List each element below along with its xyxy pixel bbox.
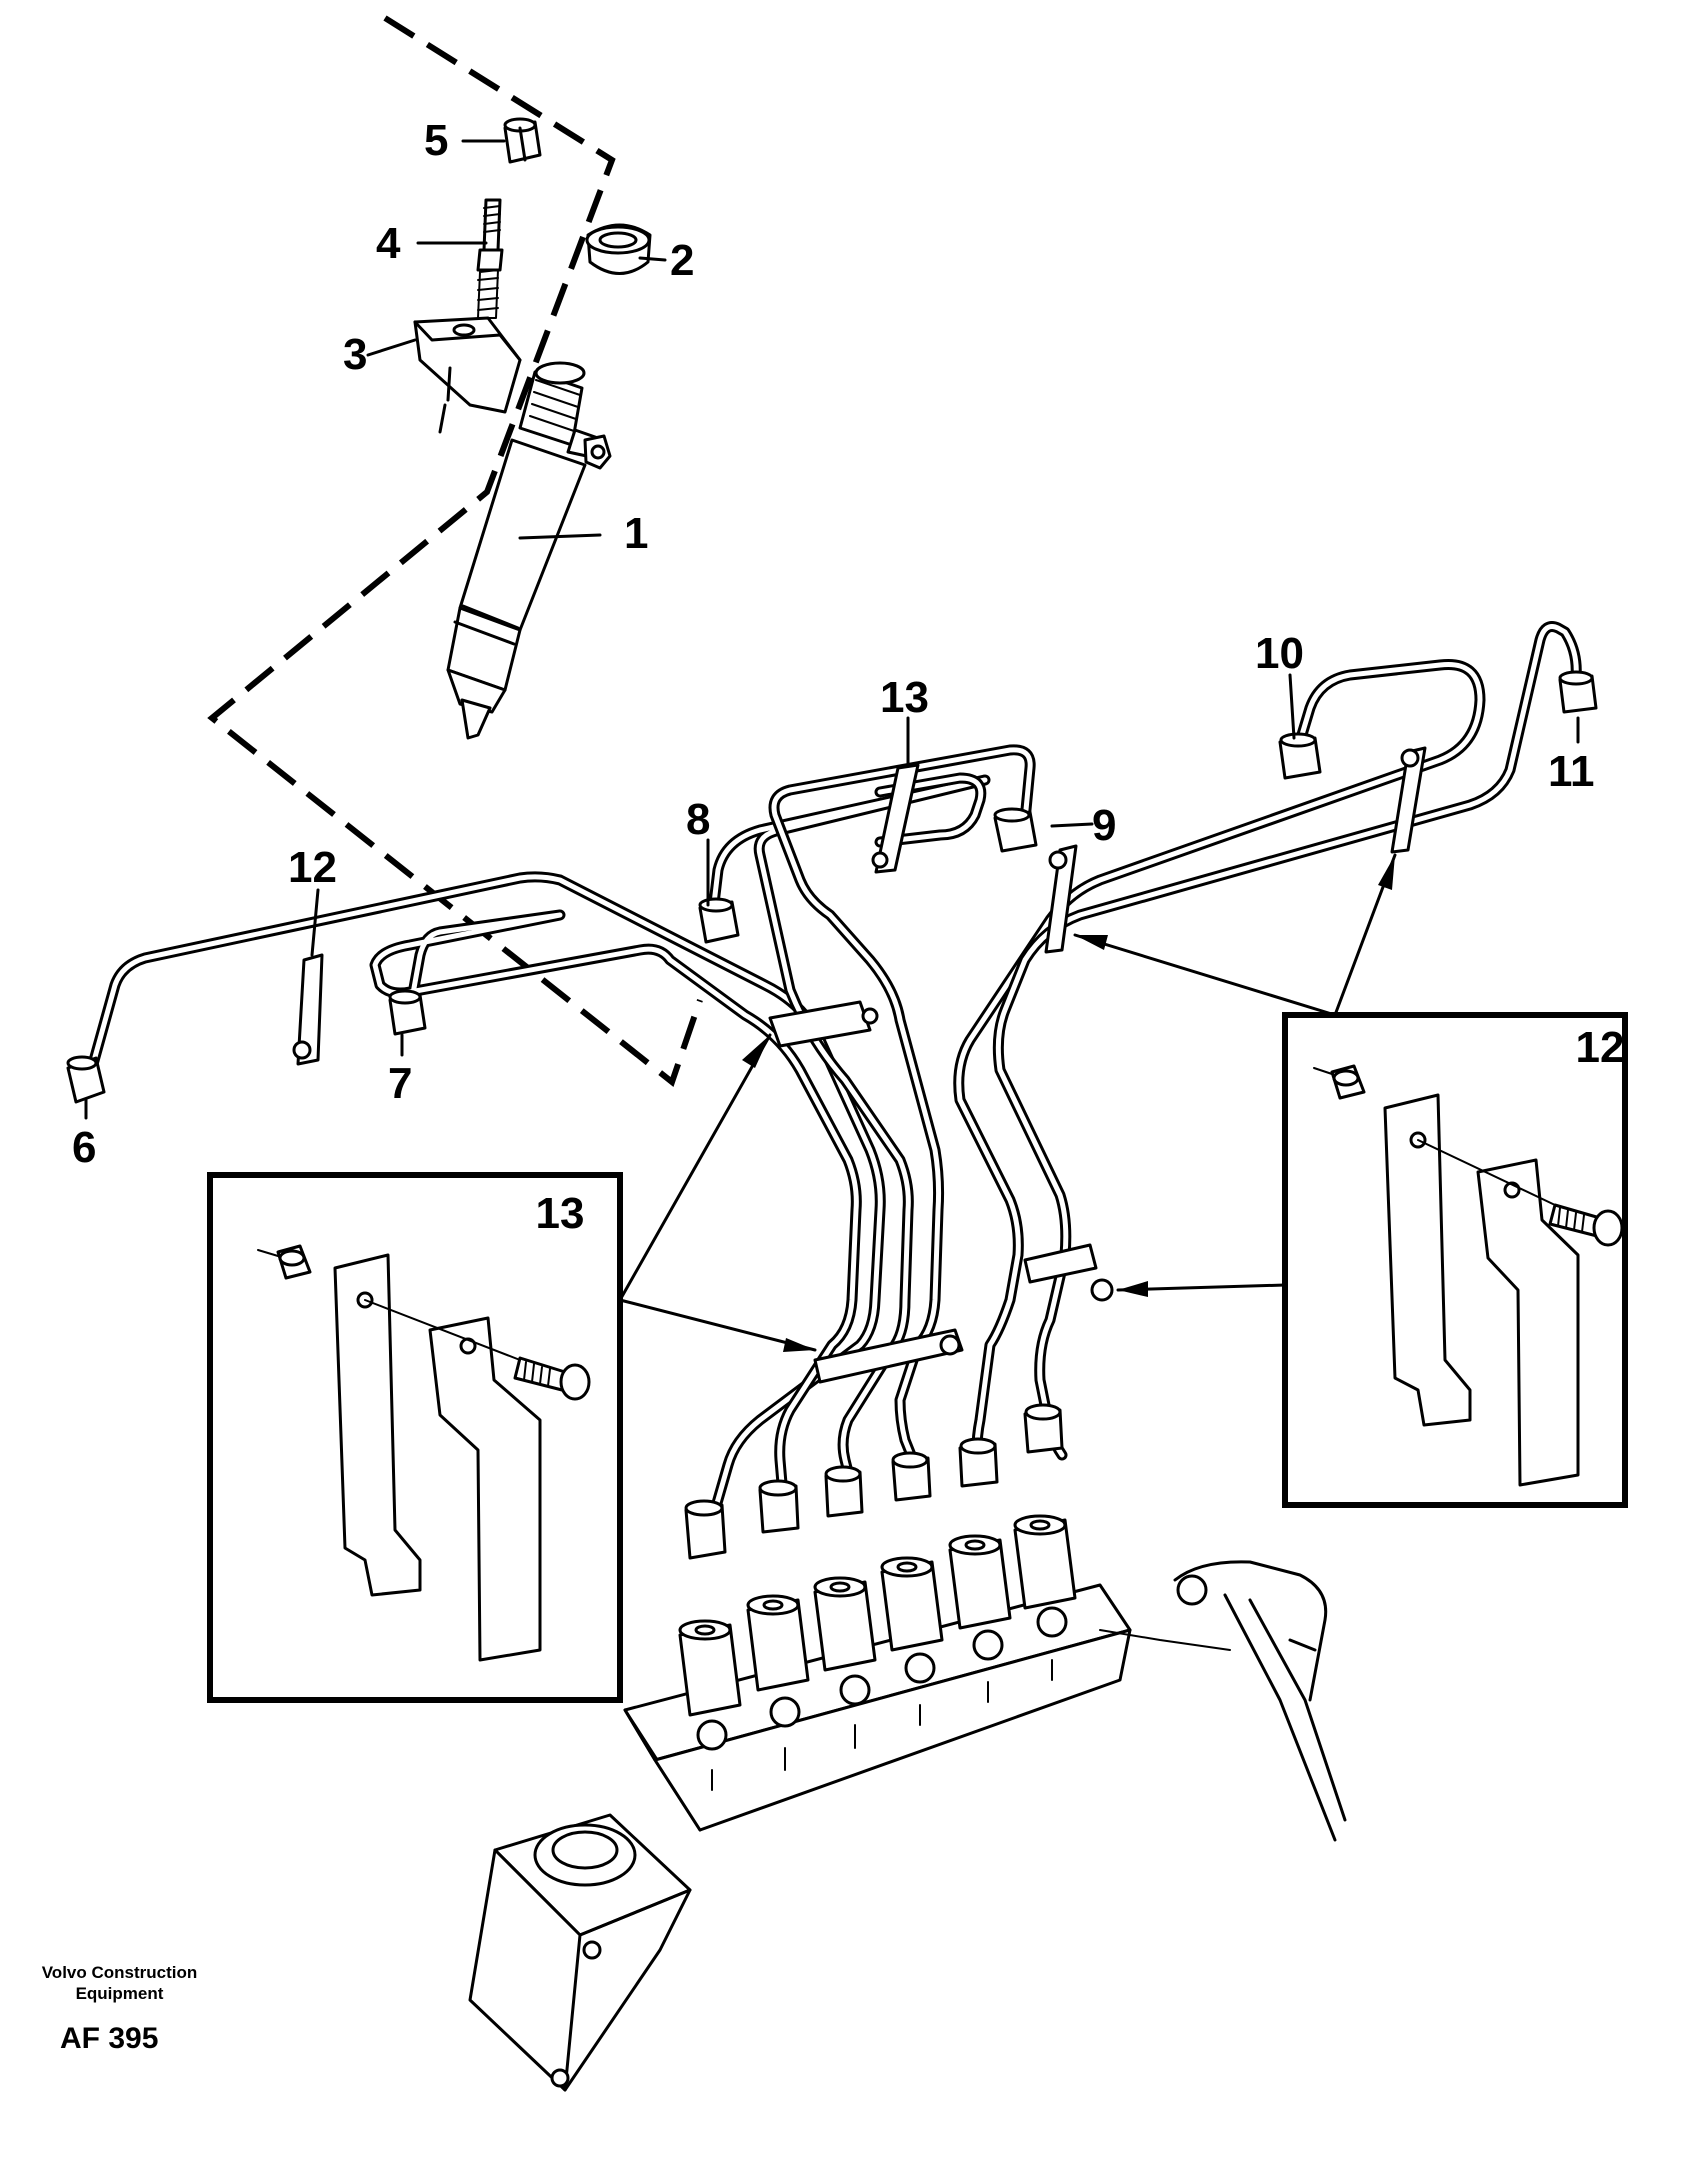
- stud: [476, 198, 504, 319]
- inset-13-bracket-b: [428, 1316, 542, 1662]
- seal-ring: [585, 223, 652, 275]
- pump-lower-nuts: [696, 1606, 1068, 1751]
- nut-9: [993, 807, 1038, 853]
- callout-3: 3: [343, 330, 367, 379]
- brand-line-2: Equipment: [75, 1984, 164, 2003]
- fitting-d: [891, 1451, 932, 1502]
- callout-4: 4: [376, 219, 401, 268]
- nut-top: [503, 117, 542, 164]
- injection-pump: [468, 1514, 1347, 2092]
- nut-8: [698, 897, 740, 944]
- nut-10: [1278, 732, 1322, 780]
- clamp-12-right-a: [1044, 844, 1078, 954]
- inset-leaders: [618, 853, 1397, 1352]
- pump-outlets: [678, 1514, 1077, 1717]
- callout-10: 10: [1255, 629, 1304, 678]
- inset-12-bracket-a: [1383, 1093, 1472, 1427]
- brand-block: Volvo Construction Equipment: [22, 1962, 217, 2004]
- fitting-a: [684, 1499, 727, 1560]
- inset-12: 12: [1282, 1012, 1628, 1508]
- clamp-lower-right: [1023, 1243, 1114, 1302]
- callout-leaders: [84, 139, 1580, 1120]
- inset-13-bracket-a: [333, 1253, 422, 1597]
- clamp-12-right-b: [1390, 746, 1427, 854]
- pipe-clamps: [292, 746, 1427, 1384]
- nozzle-clamp: [413, 316, 522, 434]
- clamp-mid: [768, 1000, 879, 1048]
- inset-13-label: 13: [536, 1189, 585, 1238]
- inset-13-bolt: [513, 1356, 591, 1401]
- callout-5: 5: [424, 116, 448, 165]
- nut-7: [388, 989, 427, 1036]
- callout-numbers: 1 2 3 4 5 6 7 8 9 10 11 12 13: [72, 116, 1595, 1172]
- callout-6: 6: [72, 1123, 96, 1172]
- callout-1: 1: [624, 509, 648, 558]
- callout-9: 9: [1092, 801, 1116, 850]
- inset-13-nut: [276, 1244, 312, 1280]
- fitting-b: [758, 1479, 800, 1534]
- nut-6: [66, 1055, 106, 1104]
- inset-12-nut: [1330, 1064, 1366, 1100]
- fitting-e: [958, 1437, 999, 1488]
- clamp-12-left: [292, 953, 324, 1066]
- fitting-f: [1023, 1403, 1064, 1454]
- injector-detail-boundary: [207, 15, 703, 1087]
- callout-7: 7: [388, 1059, 412, 1108]
- inset-12-bolt: [1548, 1203, 1624, 1247]
- nut-11: [1558, 670, 1598, 714]
- inset-12-label: 12: [1576, 1023, 1625, 1072]
- inset-13: 13: [207, 1172, 623, 1703]
- injector: [446, 361, 612, 740]
- callout-11: 11: [1548, 747, 1595, 796]
- clamp-13-top: [871, 763, 920, 874]
- brand-line-1: Volvo Construction: [41, 1963, 198, 1982]
- callout-8: 8: [686, 795, 710, 844]
- fitting-c: [824, 1465, 864, 1518]
- drawing-code: AF 395: [60, 2022, 159, 2055]
- clamp-lower-mid: [813, 1328, 964, 1384]
- callout-13: 13: [880, 673, 929, 722]
- callout-2: 2: [670, 236, 694, 285]
- callout-12: 12: [288, 843, 337, 892]
- pipe-nuts: [66, 670, 1598, 1560]
